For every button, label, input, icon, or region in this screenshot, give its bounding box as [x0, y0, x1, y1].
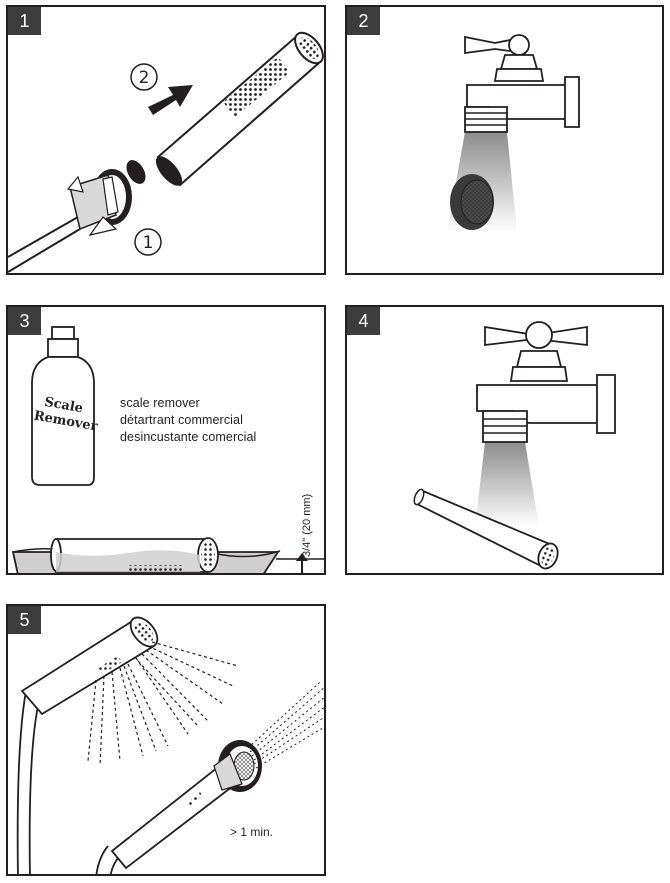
push-arrow [148, 85, 193, 115]
depth-metric: (20 mm) [301, 493, 313, 535]
sub-step-1-label: 1 [143, 233, 154, 253]
faucet [476, 321, 616, 443]
step-3-illustration: Scale Remover [11, 326, 324, 573]
scale-remover-bottle: Scale Remover [31, 326, 99, 486]
handshower-spraying [20, 616, 159, 716]
faucet [464, 34, 580, 133]
step-2-panel: 2 [345, 5, 664, 275]
nozzle-rub-detail [213, 740, 262, 792]
hose-connector [66, 169, 132, 236]
bottle-label-line-1: Scale [43, 395, 84, 417]
step-number-badge: 2 [347, 7, 380, 35]
step-4-panel: 4 [345, 305, 664, 575]
depth-label: 3/4" (20 mm) [301, 494, 313, 557]
product-name-en: scale remover [120, 396, 200, 410]
step-number-badge: 5 [8, 606, 41, 634]
washer [126, 160, 146, 184]
fine-spray [247, 681, 324, 769]
step-number-badge: 4 [347, 307, 380, 335]
product-name-es: desincustante comercial [120, 430, 257, 444]
handshower-rinsing [413, 488, 559, 570]
step-number-badge: 1 [8, 7, 41, 35]
step-1-panel: 1 2 [6, 5, 326, 275]
handshower-soaking [50, 537, 219, 573]
step-1-illustration: 2 1 [8, 31, 324, 273]
product-name-fr: détartrant commercial [120, 413, 243, 427]
duration-label: > 1 min. [230, 825, 274, 839]
filter-screen [450, 174, 494, 230]
step-number-badge: 3 [8, 307, 41, 335]
sub-step-2-label: 2 [139, 68, 150, 88]
step-2-illustration [447, 34, 580, 232]
depth-indicator [276, 553, 324, 573]
step-5-illustration [16, 616, 324, 874]
depth-fraction: 3/4" [301, 537, 313, 557]
step-3-panel: 3 Scale Remover [6, 305, 326, 575]
product-names: scale remover détartrant commercial desi… [120, 395, 256, 446]
handshower [155, 31, 324, 187]
step-4-illustration [413, 321, 616, 570]
step-5-panel: 5 [6, 604, 326, 876]
